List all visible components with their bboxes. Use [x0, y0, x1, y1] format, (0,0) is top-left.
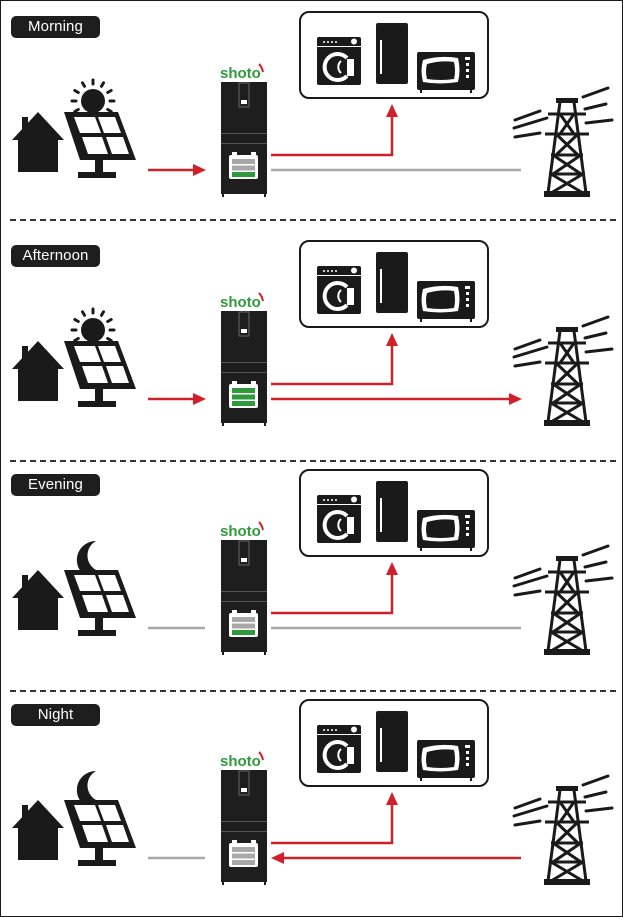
time-of-day-label: Afternoon: [11, 245, 100, 267]
battery-icon: [229, 610, 258, 637]
washing-machine-icon: [317, 37, 361, 85]
storage-grid-flow: [271, 852, 521, 864]
house-icon: [12, 800, 64, 860]
microwave-icon: [417, 52, 475, 93]
solar-to-storage-flow: [148, 164, 206, 176]
shoto-storage-unit: shoto: [220, 521, 267, 655]
refrigerator-icon: [376, 252, 408, 313]
solar-panel-icon: [64, 112, 136, 178]
time-of-day-label: Morning: [11, 16, 100, 38]
battery-level-bar: [232, 860, 255, 865]
shoto-storage-unit: shoto: [220, 292, 267, 426]
time-panel-afternoon: Afternoon: [0, 229, 623, 458]
energy-flow-scene: shoto: [12, 469, 614, 655]
storage-to-appliances-flow: [271, 792, 398, 845]
panel-divider: [10, 219, 616, 221]
house-icon: [12, 341, 64, 401]
microwave-icon: [417, 281, 475, 322]
arrow-head-icon: [386, 104, 398, 117]
home-appliances: [299, 240, 489, 328]
time-of-day-label: Night: [11, 704, 100, 726]
home-appliances: [299, 699, 489, 787]
brand-logo: shoto: [220, 523, 261, 540]
shoto-storage-unit: shoto: [220, 751, 267, 885]
home-appliances: [299, 11, 489, 99]
battery-level-bar: [232, 388, 255, 393]
storage-to-appliances-flow: [271, 333, 398, 386]
refrigerator-icon: [376, 481, 408, 542]
refrigerator-icon: [376, 23, 408, 84]
solar-to-storage-flow: [148, 393, 206, 405]
battery-level-bar: [232, 630, 255, 635]
refrigerator-icon: [376, 711, 408, 772]
arrow-head-icon: [271, 852, 284, 864]
battery-level-bar: [232, 847, 255, 852]
storage-to-appliances-flow: [271, 104, 398, 157]
moon-icon: [76, 770, 112, 809]
battery-level-bar: [232, 617, 255, 622]
arrow-head-icon: [193, 164, 206, 176]
solar-panel-icon: [64, 341, 136, 407]
battery-icon: [229, 381, 258, 408]
power-tower-icon: [512, 86, 614, 197]
storage-grid-flow: [271, 393, 522, 405]
time-panel-night: Night: [0, 688, 623, 917]
shoto-storage-unit: shoto: [220, 63, 267, 197]
brand-mark-icon: [258, 292, 264, 302]
battery-level-bar: [232, 394, 255, 400]
house-icon: [12, 112, 64, 172]
brand-logo: shoto: [220, 65, 261, 82]
battery-level-bar: [232, 165, 255, 171]
brand-mark-icon: [258, 751, 264, 761]
energy-flow-scene: shoto: [12, 699, 614, 885]
microwave-icon: [417, 510, 475, 551]
washing-machine-icon: [317, 495, 361, 543]
battery-level-bar: [232, 401, 255, 406]
energy-flow-scene: shoto: [12, 11, 614, 197]
battery-icon: [229, 840, 258, 867]
time-panel-evening: Evening: [0, 458, 623, 687]
time-of-day-label: Evening: [11, 474, 100, 496]
battery-level-bar: [232, 853, 255, 859]
washing-machine-icon: [317, 266, 361, 314]
moon-icon: [76, 540, 112, 579]
arrow-head-icon: [386, 333, 398, 346]
power-tower-icon: [512, 774, 614, 885]
brand-logo: shoto: [220, 294, 261, 311]
battery-level-bar: [232, 172, 255, 177]
battery-icon: [229, 152, 258, 179]
house-icon: [12, 570, 64, 630]
power-tower-icon: [512, 315, 614, 426]
storage-to-appliances-flow: [271, 562, 398, 615]
solar-panel-icon: [64, 570, 136, 636]
washing-machine-icon: [317, 725, 361, 773]
arrow-head-icon: [386, 562, 398, 575]
battery-level-bar: [232, 623, 255, 629]
brand-logo: shoto: [220, 753, 261, 770]
energy-flow-scene: shoto: [12, 240, 614, 426]
brand-mark-icon: [258, 63, 264, 73]
arrow-head-icon: [509, 393, 522, 405]
arrow-head-icon: [386, 792, 398, 805]
solar-panel-icon: [64, 800, 136, 866]
battery-level-bar: [232, 159, 255, 164]
time-panel-morning: Morning: [0, 0, 623, 229]
power-tower-icon: [512, 544, 614, 655]
microwave-icon: [417, 740, 475, 781]
panel-divider: [10, 690, 616, 692]
brand-mark-icon: [258, 521, 264, 531]
panel-divider: [10, 460, 616, 462]
arrow-head-icon: [193, 393, 206, 405]
home-appliances: [299, 469, 489, 557]
